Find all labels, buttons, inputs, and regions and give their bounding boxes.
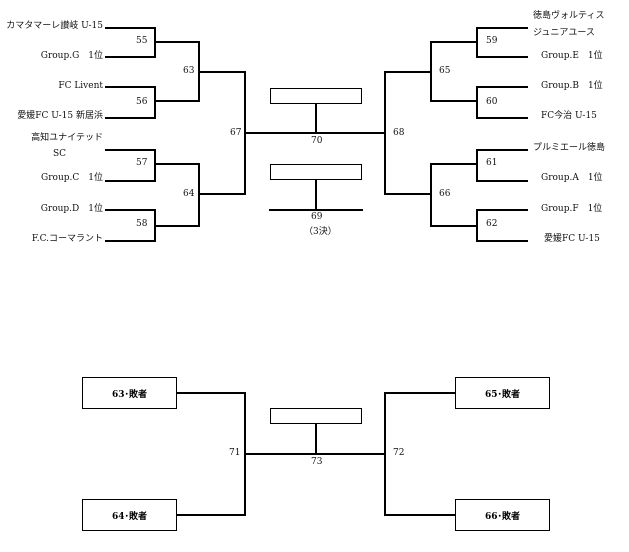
match-63: 63 bbox=[183, 66, 195, 76]
final-result-box bbox=[270, 88, 362, 104]
team-right-1a: 徳島ヴォルティス bbox=[533, 11, 605, 21]
team-right-4: FC今治 U-15 bbox=[541, 111, 597, 121]
match-68: 68 bbox=[393, 128, 405, 138]
team-right-7: Group.F 1位 bbox=[541, 204, 603, 214]
team-left-7: Group.D 1位 bbox=[40, 204, 103, 214]
team-right-1b: ジュニアユース bbox=[533, 28, 595, 38]
loser-65-label: 65･敗者 bbox=[484, 389, 521, 400]
match-71: 71 bbox=[229, 448, 241, 458]
match-64: 64 bbox=[183, 189, 195, 199]
loser-63-box: 63･敗者 bbox=[82, 377, 177, 409]
team-right-5: プルミエール徳島 bbox=[533, 143, 606, 153]
loser-64-box: 64･敗者 bbox=[82, 499, 177, 531]
consolation-result-box bbox=[270, 408, 362, 424]
loser-64-label: 64･敗者 bbox=[111, 511, 148, 522]
loser-65-box: 65･敗者 bbox=[455, 377, 550, 409]
match-59: 59 bbox=[486, 36, 498, 46]
match-70: 70 bbox=[311, 136, 323, 146]
team-right-6: Group.A 1位 bbox=[541, 173, 603, 183]
team-left-3: FC Livent bbox=[58, 81, 103, 91]
team-right-8: 愛媛FC U-15 bbox=[544, 234, 600, 244]
team-left-1: カマタマーレ讃岐 U-15 bbox=[6, 21, 103, 31]
team-left-4: 愛媛FC U-15 新居浜 bbox=[17, 111, 103, 121]
match-72: 72 bbox=[393, 448, 405, 458]
team-left-2: Group.G 1位 bbox=[40, 51, 103, 61]
team-right-3: Group.B 1位 bbox=[541, 81, 603, 91]
loser-63-label: 63･敗者 bbox=[111, 389, 148, 400]
loser-66-label: 66･敗者 bbox=[484, 511, 521, 522]
match-67: 67 bbox=[230, 128, 242, 138]
match-69: 69 bbox=[311, 212, 323, 222]
loser-66-box: 66･敗者 bbox=[455, 499, 550, 531]
third-place-result-box bbox=[270, 164, 362, 180]
team-right-2: Group.E 1位 bbox=[541, 51, 603, 61]
team-left-8: F.C.コーマラント bbox=[31, 234, 103, 244]
match-62: 62 bbox=[486, 219, 498, 229]
match-65: 65 bbox=[439, 66, 451, 76]
match-60: 60 bbox=[486, 97, 498, 107]
match-55: 55 bbox=[136, 36, 148, 46]
match-66: 66 bbox=[439, 189, 451, 199]
match-57: 57 bbox=[136, 158, 148, 168]
match-56: 56 bbox=[136, 97, 148, 107]
third-place-label: （3決） bbox=[304, 227, 337, 237]
team-left-6: Group.C 1位 bbox=[41, 173, 103, 183]
team-left-5b: SC bbox=[52, 149, 66, 159]
team-left-5: 高知ユナイテッド bbox=[31, 133, 103, 143]
match-58: 58 bbox=[136, 219, 148, 229]
match-61: 61 bbox=[486, 158, 498, 168]
match-73: 73 bbox=[311, 457, 323, 467]
